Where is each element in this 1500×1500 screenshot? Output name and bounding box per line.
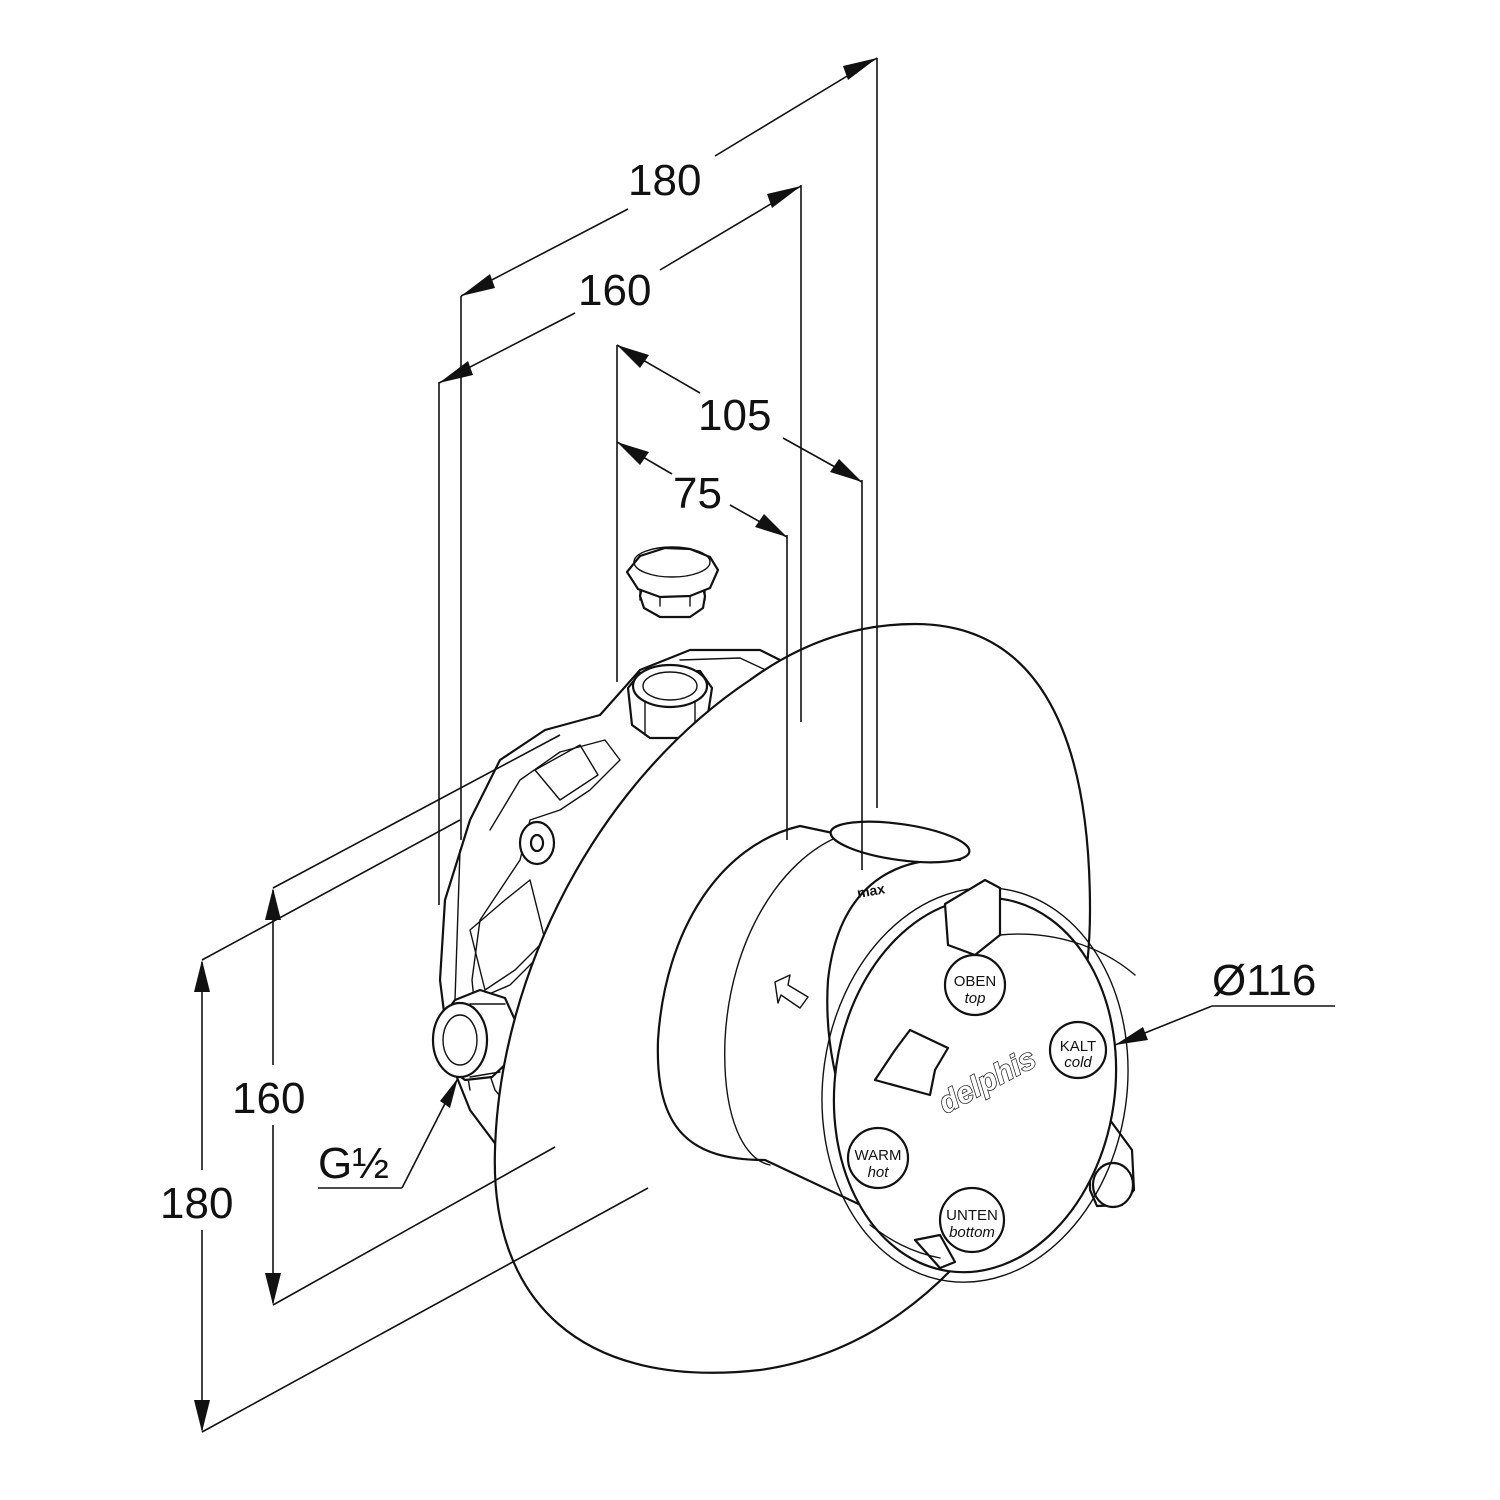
dim-thread: G½ (318, 1139, 389, 1188)
label-cold-en: cold (1064, 1054, 1092, 1071)
sealing-plug (625, 546, 720, 619)
label-top-en: top (965, 990, 986, 1007)
dim-depth-inner: 160 (578, 266, 651, 315)
side-inlet-nut (431, 988, 517, 1082)
label-warm-de: WARM (855, 1147, 902, 1164)
direction-arrow-icon (774, 974, 809, 1009)
dimension-lines (194, 57, 1335, 1433)
label-top-de: OBEN (954, 973, 997, 990)
cover-disc: OBEN top KALT cold WARM hot UNTEN bottom… (774, 878, 1136, 1283)
label-cold-de: KALT (1060, 1038, 1096, 1055)
dim-depth-75: 75 (673, 469, 722, 518)
dim-depth-outer: 180 (628, 156, 701, 205)
scale-mark: max (856, 880, 887, 901)
dim-depth-105: 105 (698, 391, 771, 440)
label-warm-en: hot (868, 1164, 890, 1181)
top-marker (943, 953, 1007, 1017)
warm-marker (846, 1126, 910, 1190)
cold-marker (1048, 1020, 1108, 1080)
dim-height-outer: 180 (160, 1179, 233, 1228)
dim-diameter: Ø116 (1212, 956, 1316, 1005)
dimension-labels: 180 160 105 75 160 180 Ø116 G½ (160, 156, 1316, 1228)
label-bottom-en: bottom (949, 1224, 995, 1241)
bottom-marker (938, 1186, 1006, 1254)
label-bottom-de: UNTEN (946, 1207, 998, 1224)
dim-height-inner: 160 (232, 1074, 305, 1123)
